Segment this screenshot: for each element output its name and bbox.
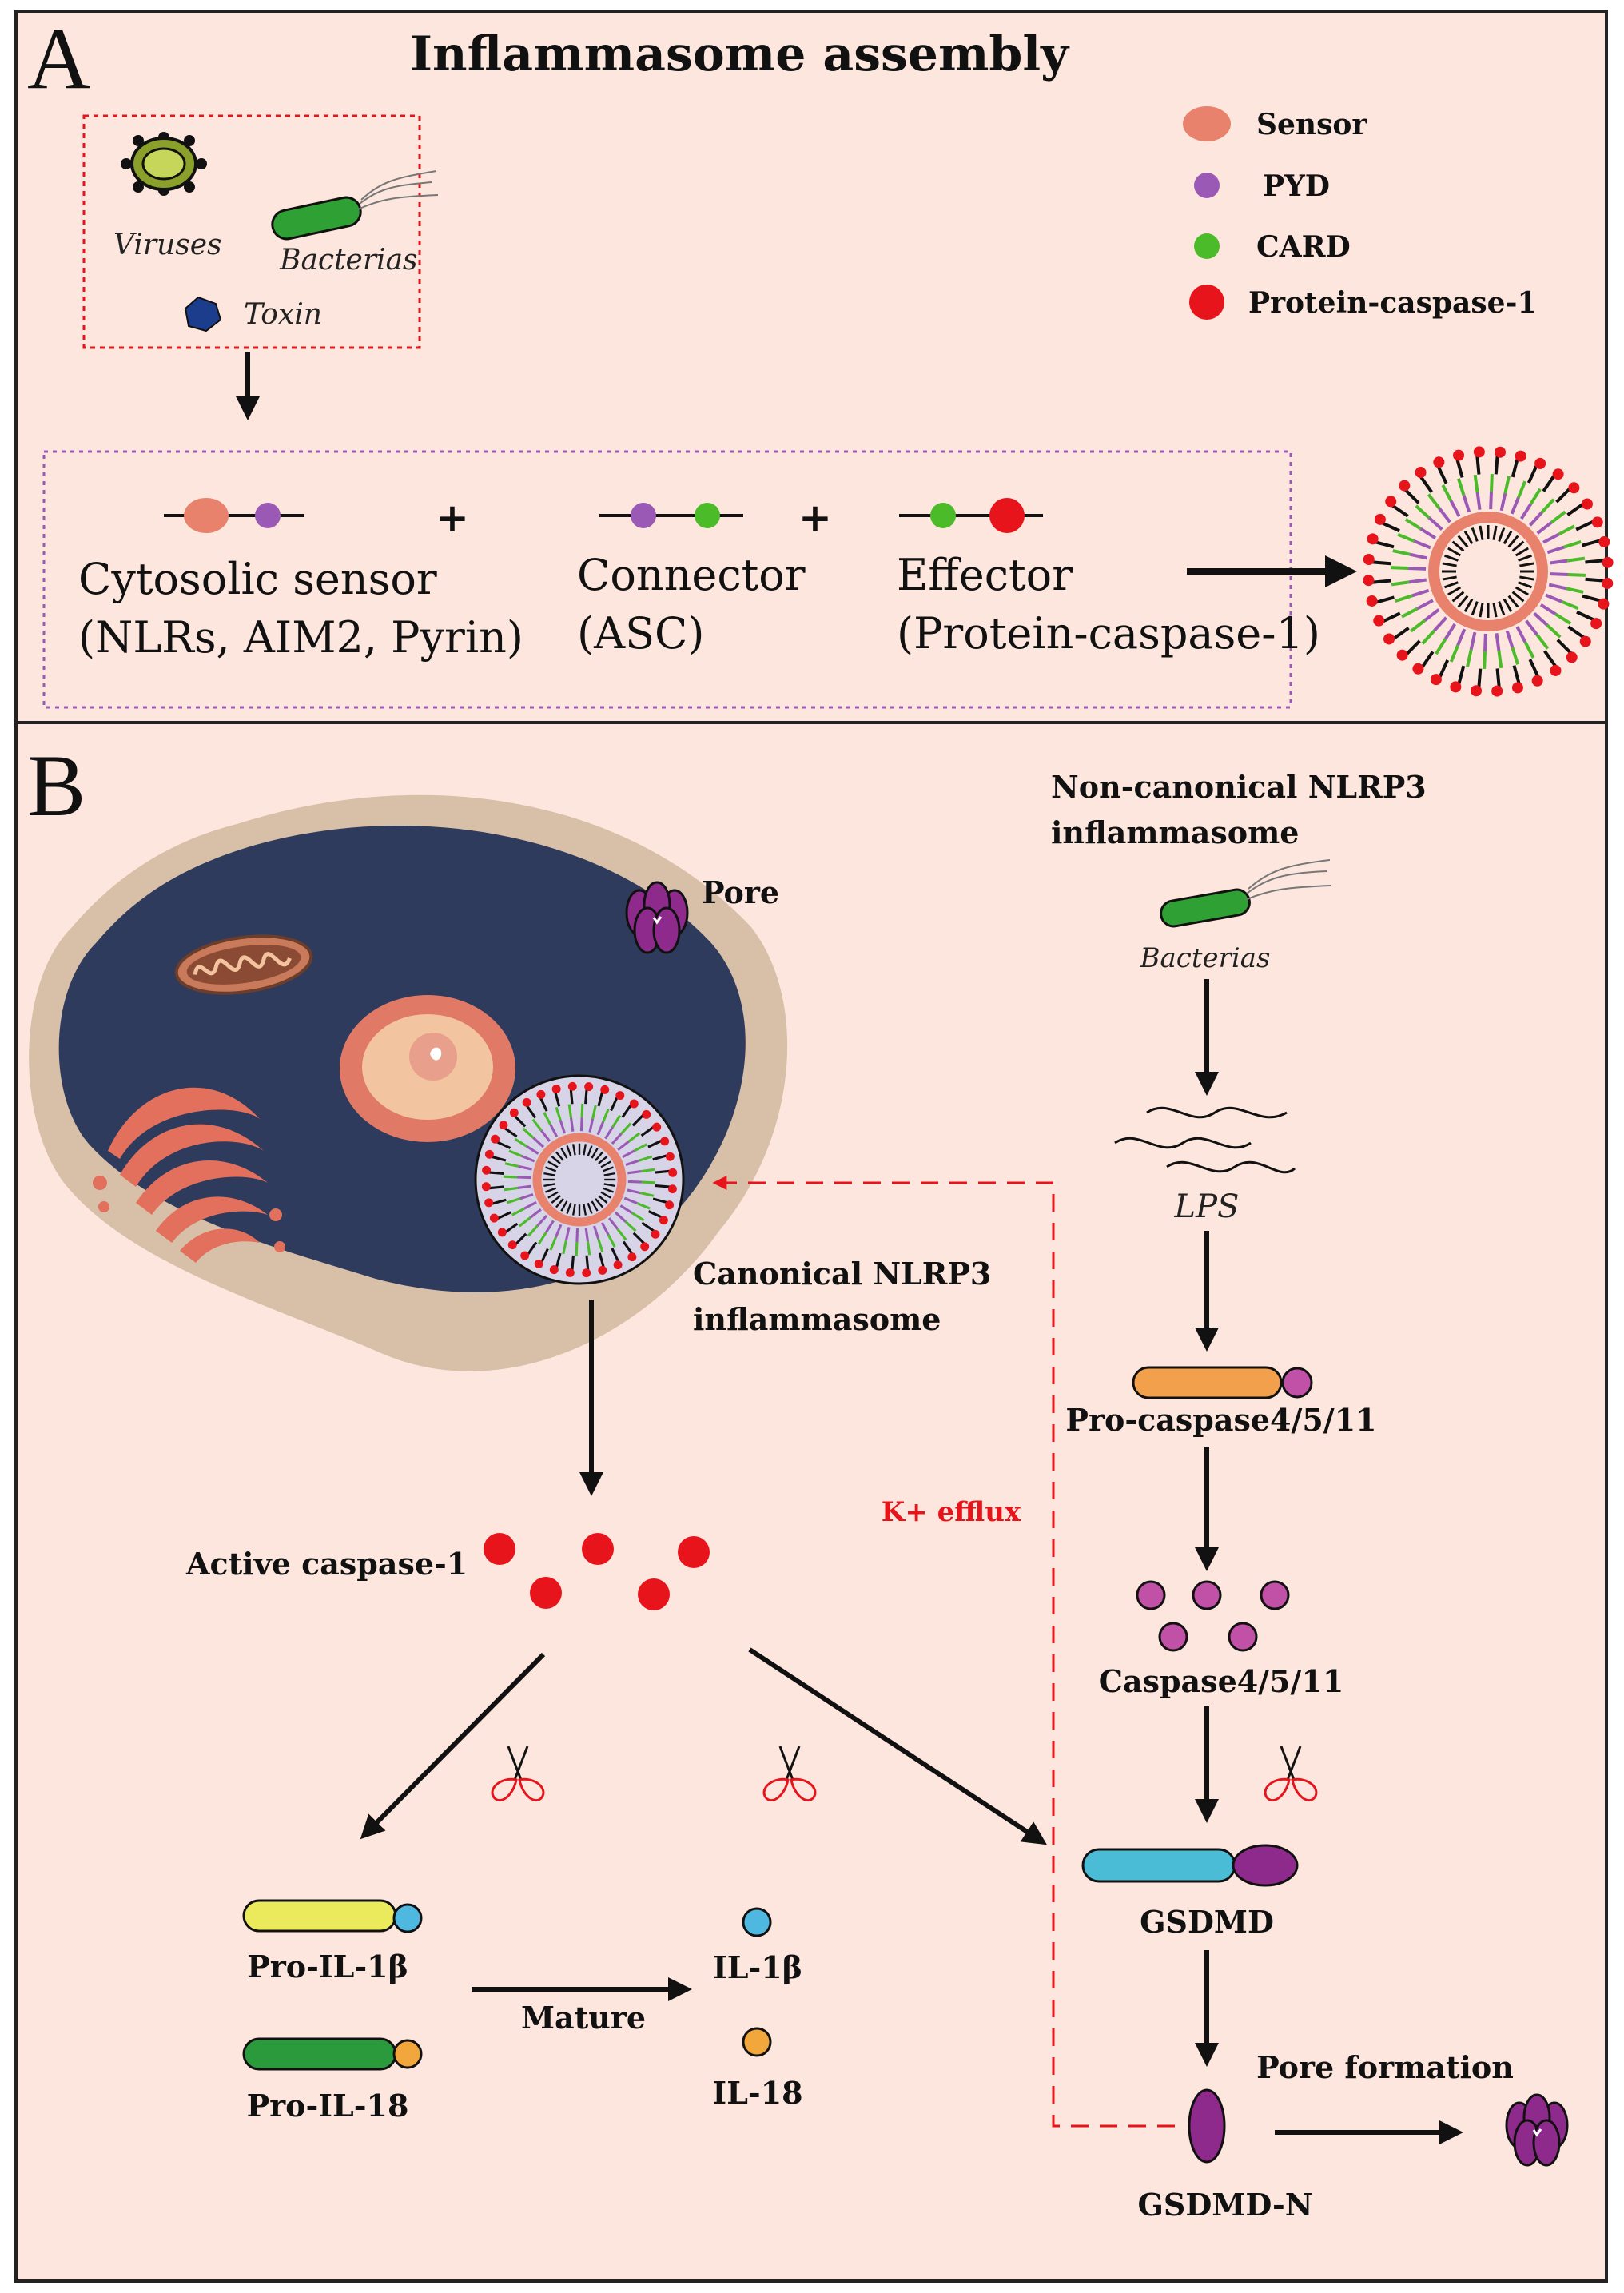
gsdmd-n-label: GSDMD-N — [1137, 2187, 1312, 2223]
golgi-icon — [93, 1087, 285, 1263]
legend-sensor-icon — [1183, 106, 1231, 141]
plus-sign-1: + — [436, 494, 469, 541]
pore-formation-label: Pore formation — [1256, 2049, 1514, 2085]
sensor-molecule-icon — [164, 498, 304, 533]
mitochondrion-icon — [174, 934, 313, 995]
arrow-caspase-to-pro-il — [360, 1652, 546, 1840]
gsdmd-label: GSDMD — [1140, 1904, 1274, 1940]
arrow-caspase-to-gsdmd — [748, 1647, 1048, 1845]
canonical-label-line2: inflammasome — [693, 1301, 941, 1337]
gsdmd-icon — [1081, 1844, 1299, 1887]
il1b-label: IL-1β — [713, 1949, 802, 1985]
sensor-label-line2: (NLRs, AIM2, Pyrin) — [78, 612, 523, 663]
panel-b-letter: B — [27, 737, 86, 834]
connector-label-line1: Connector — [577, 550, 806, 600]
sensor-label-line1: Cytosolic sensor — [78, 554, 437, 604]
legend-pyd-label: PYD — [1263, 169, 1330, 203]
pro-il18-icon — [242, 2037, 423, 2071]
connector-label-line2: (ASC) — [577, 608, 704, 659]
k-efflux-feedback-arrow — [712, 1176, 1175, 2128]
plus-sign-2: + — [798, 494, 832, 541]
formed-pore-icon — [1505, 2093, 1569, 2167]
canonical-label-line1: Canonical NLRP3 — [693, 1256, 991, 1292]
canonical-inflammasome-icon — [481, 1081, 678, 1278]
bacterias-label: Bacterias — [279, 244, 418, 277]
il18-icon — [742, 2027, 772, 2057]
inflammasome-complex-icon — [1363, 446, 1614, 697]
legend-caspase-icon — [1189, 285, 1224, 320]
effector-label-line2: (Protein-caspase-1) — [897, 608, 1320, 659]
active-caspase-label: Active caspase-1 — [185, 1546, 468, 1582]
caspase4511-label: Caspase4/5/11 — [1099, 1663, 1344, 1699]
pro-il18-label: Pro-IL-18 — [247, 2088, 409, 2124]
gsdmd-n-icon — [1188, 2088, 1226, 2164]
effector-label-line1: Effector — [897, 550, 1073, 600]
panel-a-letter: A — [27, 10, 90, 107]
caspase4511-dots — [1136, 1580, 1290, 1652]
lps-icon — [1114, 1106, 1296, 1174]
legend-card-label: CARD — [1256, 230, 1351, 264]
panel-a-title: Inflammasome assembly — [410, 26, 1070, 82]
pro-caspase-label: Pro-caspase4/5/11 — [1065, 1402, 1376, 1438]
bacterias-label-b: Bacterias — [1140, 942, 1271, 974]
connector-molecule-icon — [599, 503, 743, 528]
active-caspase-dots — [484, 1533, 710, 1610]
cell-pore-icon — [625, 881, 689, 954]
pro-il1b-label: Pro-IL-1β — [247, 1949, 408, 1984]
toxin-label: Toxin — [244, 298, 322, 331]
k-efflux-label: K+ efflux — [882, 1496, 1021, 1528]
bacteria-icon — [271, 170, 439, 241]
il18-label: IL-18 — [712, 2075, 802, 2111]
legend-caspase-label: Protein-caspase-1 — [1248, 286, 1538, 320]
pro-caspase-icon — [1132, 1366, 1313, 1399]
panel-a-background — [14, 10, 1608, 724]
noncanonical-label-line2: inflammasome — [1051, 814, 1299, 850]
noncanonical-label-line1: Non-canonical NLRP3 — [1051, 769, 1427, 805]
legend-pyd-icon — [1194, 173, 1220, 198]
viruses-label: Viruses — [113, 229, 222, 261]
bacteria-icon-b — [1160, 859, 1331, 928]
legend: Sensor PYD CARD Protein-caspase-1 — [1183, 106, 1538, 320]
lps-label: LPS — [1174, 1188, 1240, 1225]
components-box — [42, 450, 1292, 709]
nucleus-icon — [340, 995, 515, 1142]
pro-il1b-icon — [242, 1899, 423, 1933]
canonical-inflammasome-halo — [474, 1074, 685, 1285]
legend-sensor-label: Sensor — [1256, 108, 1367, 141]
effector-molecule-icon — [899, 498, 1043, 533]
pathogen-box — [82, 114, 421, 349]
il1b-icon — [742, 1907, 772, 1937]
mature-label: Mature — [521, 2000, 646, 2036]
legend-card-icon — [1194, 233, 1220, 259]
toxin-icon — [184, 296, 222, 332]
pore-label: Pore — [702, 874, 779, 910]
virus-icon — [121, 132, 207, 196]
